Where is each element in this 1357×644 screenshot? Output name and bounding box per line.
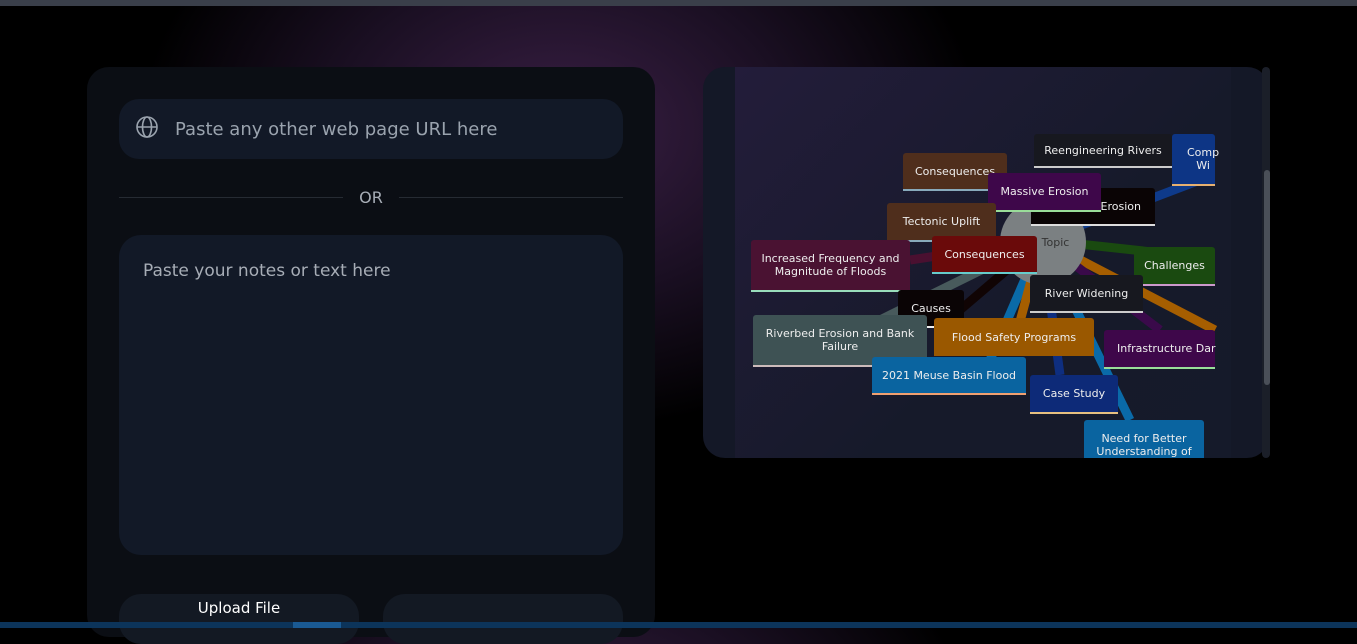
mindmap-node[interactable]: Consequences <box>932 236 1037 274</box>
url-input[interactable]: Paste any other web page URL here <box>119 99 623 159</box>
or-divider: OR <box>119 186 623 208</box>
globe-icon <box>135 115 175 144</box>
mindmap-node[interactable]: Massive Erosion <box>988 173 1101 212</box>
mindmap-node[interactable]: Need for Better Understanding of <box>1084 420 1204 458</box>
notes-textarea[interactable]: Paste your notes or text here <box>119 235 623 555</box>
topic-label: Topic <box>1041 235 1070 249</box>
taskbar <box>0 622 1357 628</box>
mindmap-node[interactable]: Comp Wi <box>1172 134 1219 186</box>
mindmap-node[interactable]: Challenges <box>1134 247 1215 286</box>
mindmap-node[interactable]: River Widening <box>1030 275 1143 313</box>
mindmap-node[interactable]: Reengineering Rivers <box>1034 134 1172 168</box>
taskbar-active-item[interactable] <box>293 622 341 628</box>
scrollbar-thumb[interactable] <box>1264 170 1270 385</box>
mindmap-node[interactable]: Increased Frequency and Magnitude of Flo… <box>751 240 910 292</box>
mindmap-node[interactable]: 2021 Meuse Basin Flood <box>872 357 1026 395</box>
url-placeholder: Paste any other web page URL here <box>175 118 498 140</box>
mindmap-node[interactable]: Case Study <box>1030 375 1118 414</box>
mindmap-node[interactable]: Riverbed Erosion and Bank Failure <box>753 315 927 367</box>
or-label: OR <box>359 187 383 207</box>
window-top-bar <box>0 0 1357 6</box>
mindmap-node[interactable]: Infrastructure Dar <box>1104 330 1216 369</box>
mindmap-edges <box>878 175 1218 422</box>
mindmap-node[interactable]: Flood Safety Programs <box>934 318 1094 356</box>
upload-label: Upload File <box>197 599 281 617</box>
notes-placeholder: Paste your notes or text here <box>143 261 391 281</box>
